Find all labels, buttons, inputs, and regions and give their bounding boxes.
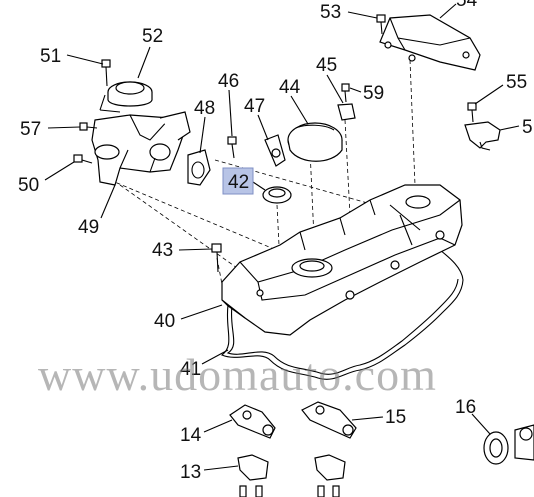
callout-46: 46 xyxy=(218,71,239,92)
lifter-13-right xyxy=(314,454,346,497)
callout-57: 57 xyxy=(20,119,41,140)
callout-49: 49 xyxy=(78,217,99,238)
callout-59: 59 xyxy=(363,83,384,104)
part-52 xyxy=(99,81,153,113)
callout-47: 47 xyxy=(244,96,265,117)
callout-55: 55 xyxy=(506,72,527,93)
bolt-46 xyxy=(227,136,237,159)
bolt-50 xyxy=(73,154,93,164)
bolt-43 xyxy=(211,243,222,273)
callout-42: 42 xyxy=(228,172,249,193)
oil-cap-44 xyxy=(287,122,343,162)
callout-41: 41 xyxy=(180,359,201,380)
gasket-48 xyxy=(187,149,211,186)
leader-lines xyxy=(44,3,520,471)
seal-16 xyxy=(483,424,534,465)
watermark-text: www.udomauto.com xyxy=(38,349,437,400)
callout-54: 54 xyxy=(456,0,478,11)
callout-52: 52 xyxy=(142,26,163,47)
rocker-arm-14 xyxy=(229,404,276,439)
bolt-59 xyxy=(341,83,350,103)
bolt-51 xyxy=(101,59,111,87)
callout-44: 44 xyxy=(279,77,301,98)
bolt-53 xyxy=(376,14,386,35)
callout-5: 5 xyxy=(522,117,533,138)
callout-16: 16 xyxy=(455,397,476,418)
bracket-49 xyxy=(91,111,191,186)
callout-14: 14 xyxy=(180,425,202,446)
callout-45: 45 xyxy=(316,55,337,76)
callout-13: 13 xyxy=(180,462,201,483)
callout-15: 15 xyxy=(385,407,406,428)
valve-cover-gasket xyxy=(220,249,464,380)
bracket-54 xyxy=(379,14,481,71)
callout-labels: 53 54 51 52 46 45 59 55 44 47 48 57 5 42… xyxy=(18,0,533,483)
callout-48: 48 xyxy=(194,98,215,119)
callout-50: 50 xyxy=(18,175,39,196)
bolt-57 xyxy=(79,122,98,131)
callout-51: 51 xyxy=(40,46,61,67)
callout-40: 40 xyxy=(154,311,175,332)
callout-43: 43 xyxy=(152,240,173,261)
valve-cover xyxy=(221,184,463,336)
clip-45 xyxy=(337,103,356,121)
callout-42-highlight xyxy=(222,167,254,195)
callout-53: 53 xyxy=(320,2,341,23)
rocker-arm-15 xyxy=(301,401,357,439)
seal-42 xyxy=(262,186,292,204)
lifter-13-left xyxy=(237,454,269,497)
sensor-55 xyxy=(464,102,501,151)
part-47 xyxy=(264,134,286,167)
